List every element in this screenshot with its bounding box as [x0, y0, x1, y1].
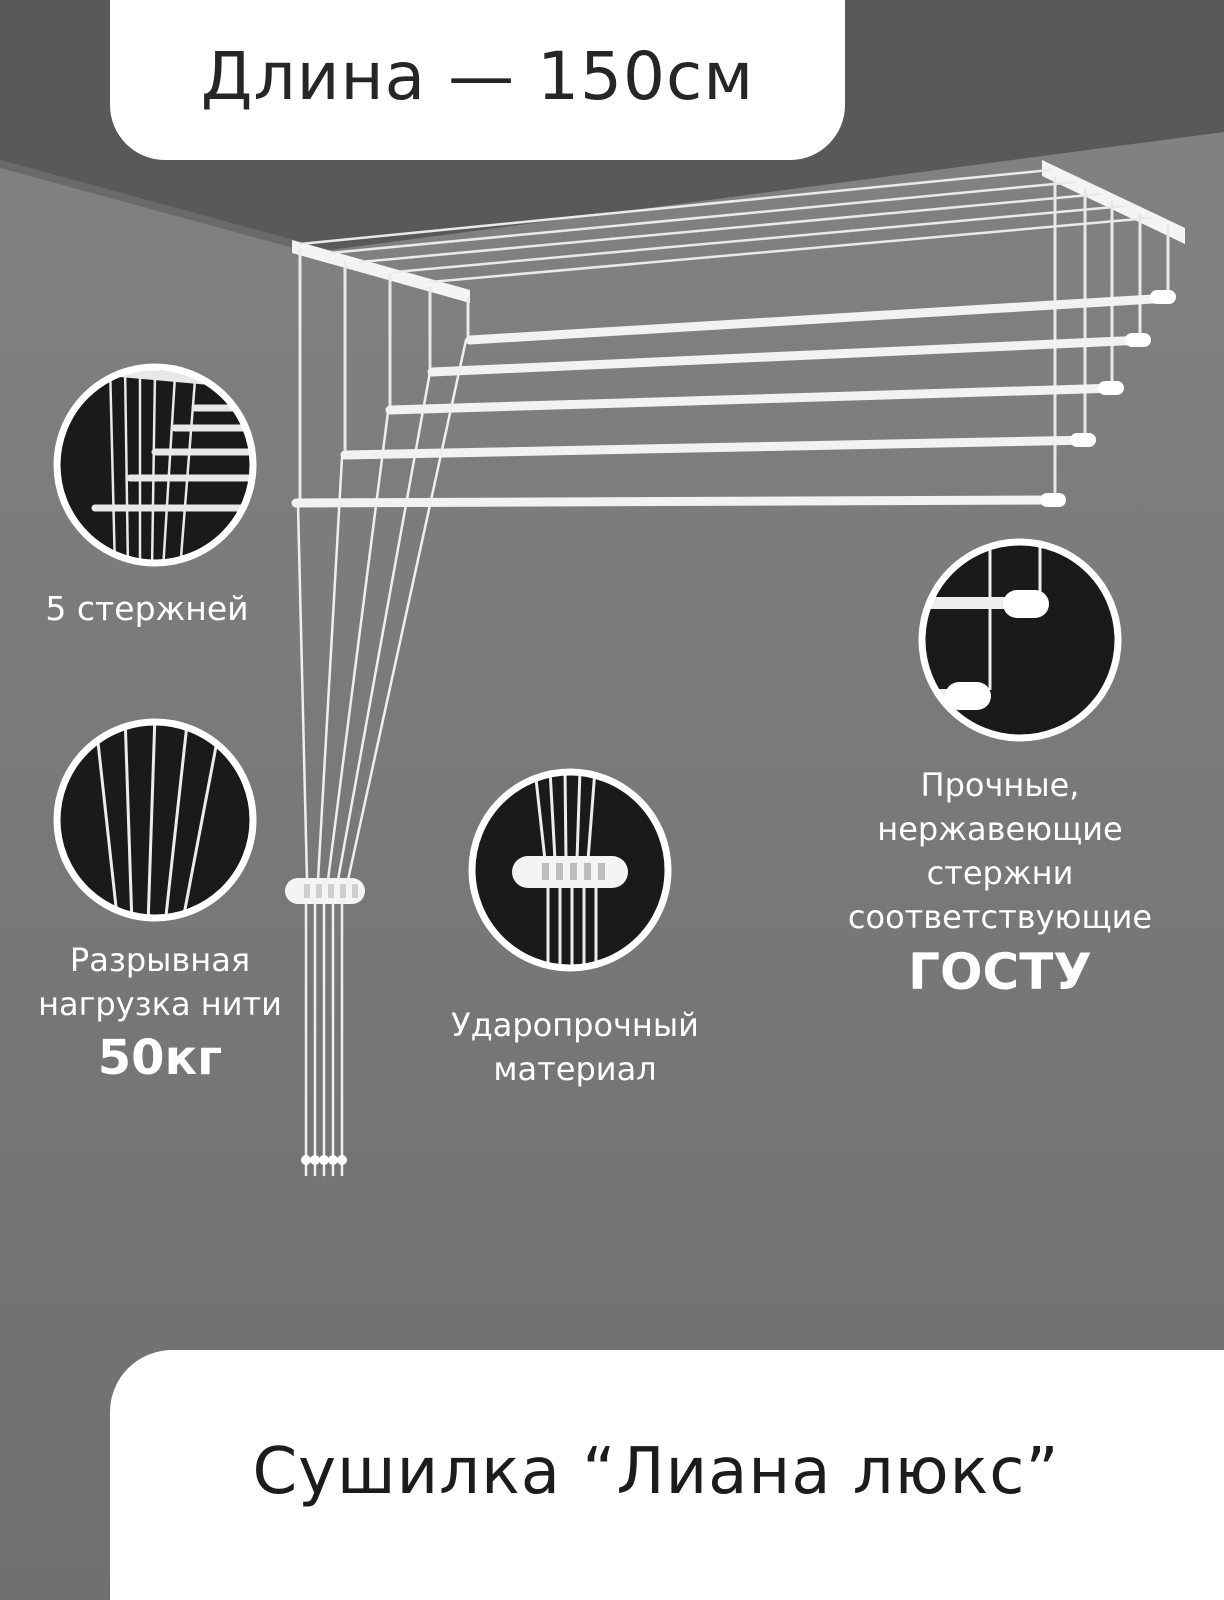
- rods-detail-circle: [53, 363, 257, 567]
- steel-line2: нержавеющие: [877, 810, 1123, 848]
- rods-caption: 5 стержней: [22, 588, 272, 629]
- dryer-illustration: [285, 160, 1185, 1177]
- steel-line4: соответствующие: [847, 898, 1153, 936]
- steel-value: ГОСТУ: [908, 943, 1092, 1001]
- material-line2: материал: [493, 1050, 657, 1088]
- thread-line1: Разрывная: [69, 941, 251, 979]
- material-caption: Ударопрочный материал: [415, 1005, 735, 1089]
- rods-label: 5 стержней: [45, 589, 249, 628]
- material-line1: Ударопрочный: [451, 1006, 699, 1044]
- rod-end-detail-circle: [918, 538, 1122, 742]
- steel-line1: Прочные,: [920, 766, 1080, 804]
- steel-line3: стержни: [926, 854, 1074, 892]
- title-card: Длина — 150см: [110, 0, 845, 160]
- product-name: Сушилка “Лиана люкс”: [252, 1435, 1060, 1509]
- steel-caption: Прочные, нержавеющие стержни соответству…: [820, 765, 1180, 1004]
- thread-caption: Разрывная нагрузка нити 50кг: [10, 940, 310, 1088]
- thread-detail-circle: [53, 718, 257, 922]
- ceiling-shade: [0, 160, 330, 258]
- thread-value: 50кг: [97, 1030, 223, 1086]
- thread-line2: нагрузка нити: [38, 985, 282, 1023]
- left-bracket: [292, 240, 470, 303]
- product-name-card: Сушилка “Лиана люкс”: [110, 1350, 1224, 1600]
- material-detail-circle: [468, 768, 672, 972]
- length-title: Длина — 150см: [200, 37, 755, 115]
